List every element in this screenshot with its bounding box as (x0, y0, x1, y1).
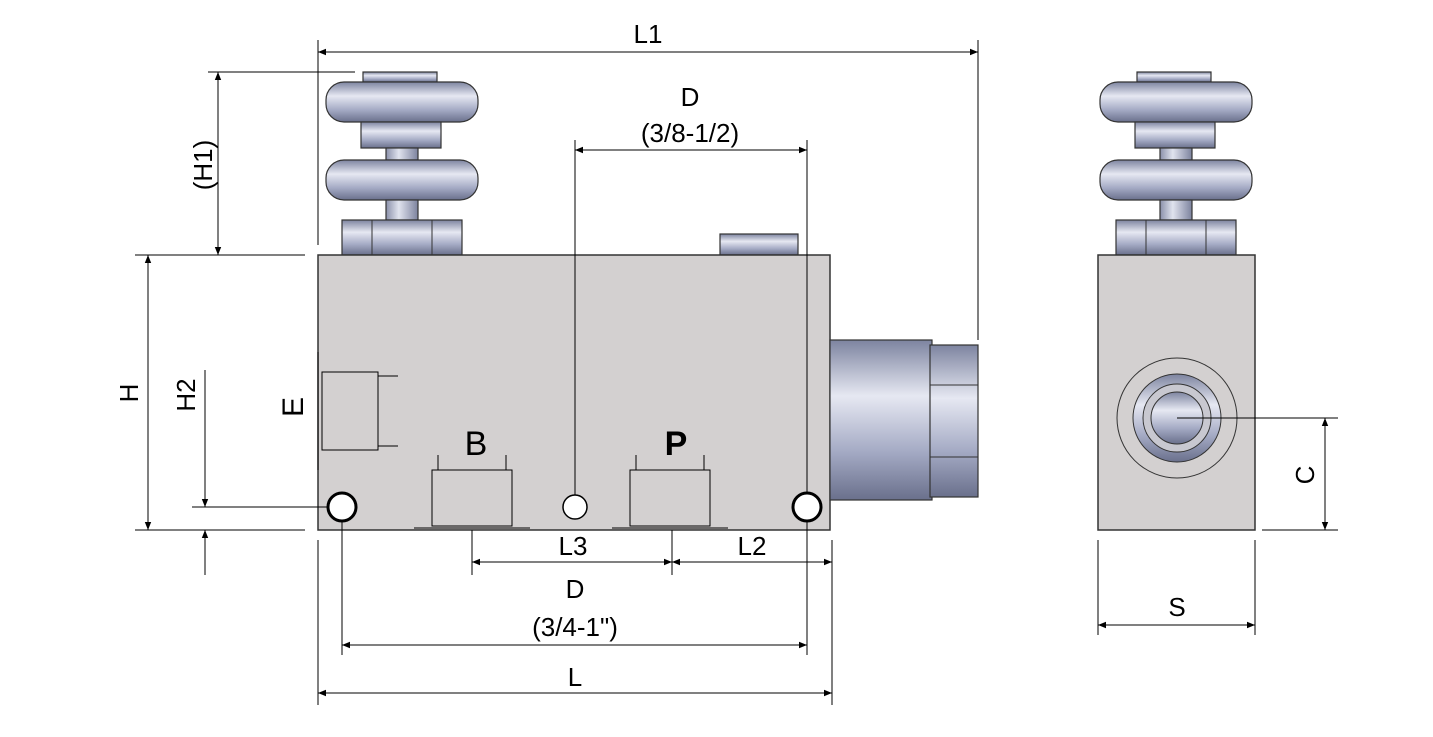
label-l3: L3 (559, 531, 588, 561)
port-p (612, 455, 728, 529)
valve-body (317, 254, 831, 531)
label-h2: H2 (171, 378, 201, 411)
mounting-hole (326, 491, 358, 523)
label-p: P (665, 425, 688, 463)
label-h1: (H1) (188, 140, 218, 191)
label-c: C (1290, 466, 1320, 485)
front-view (317, 71, 979, 531)
port-e (317, 352, 398, 470)
label-d-bottom: D (566, 574, 585, 604)
label-l: L (568, 662, 582, 692)
cartridge-nut (929, 344, 979, 498)
label-l2: L2 (738, 531, 767, 561)
mounting-hole (562, 494, 588, 520)
side-cartridge (829, 339, 933, 501)
side-view (1097, 71, 1256, 531)
label-h: H (114, 384, 144, 403)
adjustment-knob (325, 71, 479, 256)
adjustment-knob (1099, 71, 1253, 256)
mounting-hole (791, 491, 823, 523)
label-d-top-size: (3/8-1/2) (641, 118, 739, 148)
label-e: E (277, 397, 310, 417)
dimension-lines (135, 40, 1338, 705)
plug (719, 233, 799, 256)
label-d-bottom-size: (3/4-1") (532, 612, 618, 642)
label-l1: L1 (634, 19, 663, 49)
label-d-top: D (681, 82, 700, 112)
port-b (414, 455, 530, 529)
label-s: S (1168, 592, 1185, 622)
label-b: B (465, 425, 488, 463)
